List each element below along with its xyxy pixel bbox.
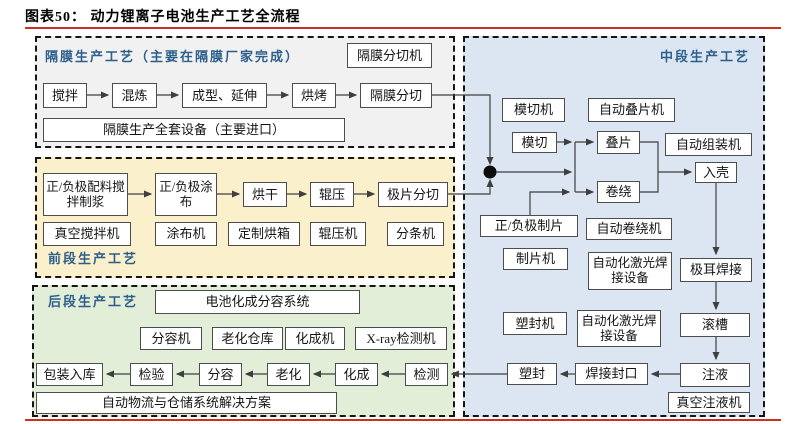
flow-node-stirring: 搅拌 xyxy=(43,83,87,108)
middle-region-header: 中段生产工艺 xyxy=(659,49,750,64)
equipment-aging-warehouse: 老化仓库 xyxy=(212,327,283,350)
flow-node-formation: 化成 xyxy=(335,363,378,386)
equipment-separator-full-set: 隔膜生产全套设备（主要进口） xyxy=(43,118,345,142)
figure-title: 图表50： 动力锂离子电池生产工艺全流程 xyxy=(25,10,301,25)
flow-node-slurry-mixing: 正/负极配料搅拌制浆 xyxy=(43,173,128,216)
flow-node-coating: 正/负极涂布 xyxy=(155,173,217,216)
equipment-coating-machine: 涂布机 xyxy=(155,222,217,246)
flow-node-tab-welding: 极耳焊接 xyxy=(680,258,752,282)
equipment-plastic-sealing-machine: 塑封机 xyxy=(503,312,567,335)
equipment-separator-slitting-machine: 隔膜分切机 xyxy=(347,43,432,68)
equipment-laser-welding-2: 自动化激光焊接设备 xyxy=(577,310,661,347)
flow-node-stacking: 叠片 xyxy=(597,131,640,154)
equipment-vacuum-injection-machine: 真空注液机 xyxy=(668,392,750,413)
flow-node-plastic-sealing: 塑封 xyxy=(507,363,557,385)
equipment-roll-press-machine: 辊压机 xyxy=(310,222,366,246)
flow-node-electrolyte-injection: 注液 xyxy=(680,363,750,387)
front-region-header: 前段生产工艺 xyxy=(48,251,139,266)
flow-node-kneading: 混炼 xyxy=(112,83,157,108)
back-region-header: 后段生产工艺 xyxy=(48,294,139,309)
equipment-sheeting-machine: 制片机 xyxy=(503,248,568,270)
flow-node-inspection: 检验 xyxy=(130,363,173,386)
equipment-laser-welding-1: 自动化激光焊接设备 xyxy=(588,252,672,290)
flow-node-die-cutting: 模切 xyxy=(512,132,557,153)
equipment-grading-machine: 分容机 xyxy=(140,327,202,350)
flow-node-weld-sealing: 焊接封口 xyxy=(575,363,648,385)
flow-node-separator-slitting: 隔膜分切 xyxy=(360,83,432,108)
equipment-auto-winding-machine: 自动卷绕机 xyxy=(586,218,672,240)
equipment-formation-machine: 化成机 xyxy=(285,327,345,350)
system-formation-grading: 电池化成分容系统 xyxy=(155,290,360,314)
equipment-vacuum-mixer: 真空搅拌机 xyxy=(43,222,131,246)
equipment-xray-testing-machine: X-ray检测机 xyxy=(355,327,447,350)
flow-node-electrode-sheeting: 正/负极制片 xyxy=(480,215,578,237)
flow-node-aging: 老化 xyxy=(267,363,310,386)
separator-region-header: 隔膜生产工艺（主要在隔膜厂家完成） xyxy=(45,49,301,64)
flow-node-roll-pressing: 辊压 xyxy=(310,182,354,207)
flow-node-packing-warehousing: 包装入库 xyxy=(36,363,103,386)
flow-node-grooving: 滚槽 xyxy=(680,313,750,337)
equipment-auto-stacking-machine: 自动叠片机 xyxy=(588,98,675,122)
flow-node-electrode-slitting: 极片分切 xyxy=(378,182,448,207)
bottom-rule xyxy=(25,419,781,421)
flow-node-testing: 检测 xyxy=(405,363,448,386)
top-rule xyxy=(25,27,781,29)
flow-node-capacity-grading: 分容 xyxy=(199,363,242,386)
flow-node-baking: 烘烤 xyxy=(292,83,336,108)
flow-node-forming-stretching: 成型、延伸 xyxy=(182,83,267,108)
flow-node-winding: 卷绕 xyxy=(597,181,640,203)
equipment-die-cutting-machine: 模切机 xyxy=(502,98,565,122)
flow-node-drying: 烘干 xyxy=(243,182,287,207)
equipment-auto-assembly-machine: 自动组装机 xyxy=(665,133,752,156)
system-auto-logistics: 自动物流与仓储系统解决方案 xyxy=(36,392,337,414)
flow-node-casing: 入壳 xyxy=(695,162,737,183)
equipment-strip-cutting-machine: 分条机 xyxy=(387,222,444,246)
equipment-custom-oven: 定制烘箱 xyxy=(228,222,300,246)
